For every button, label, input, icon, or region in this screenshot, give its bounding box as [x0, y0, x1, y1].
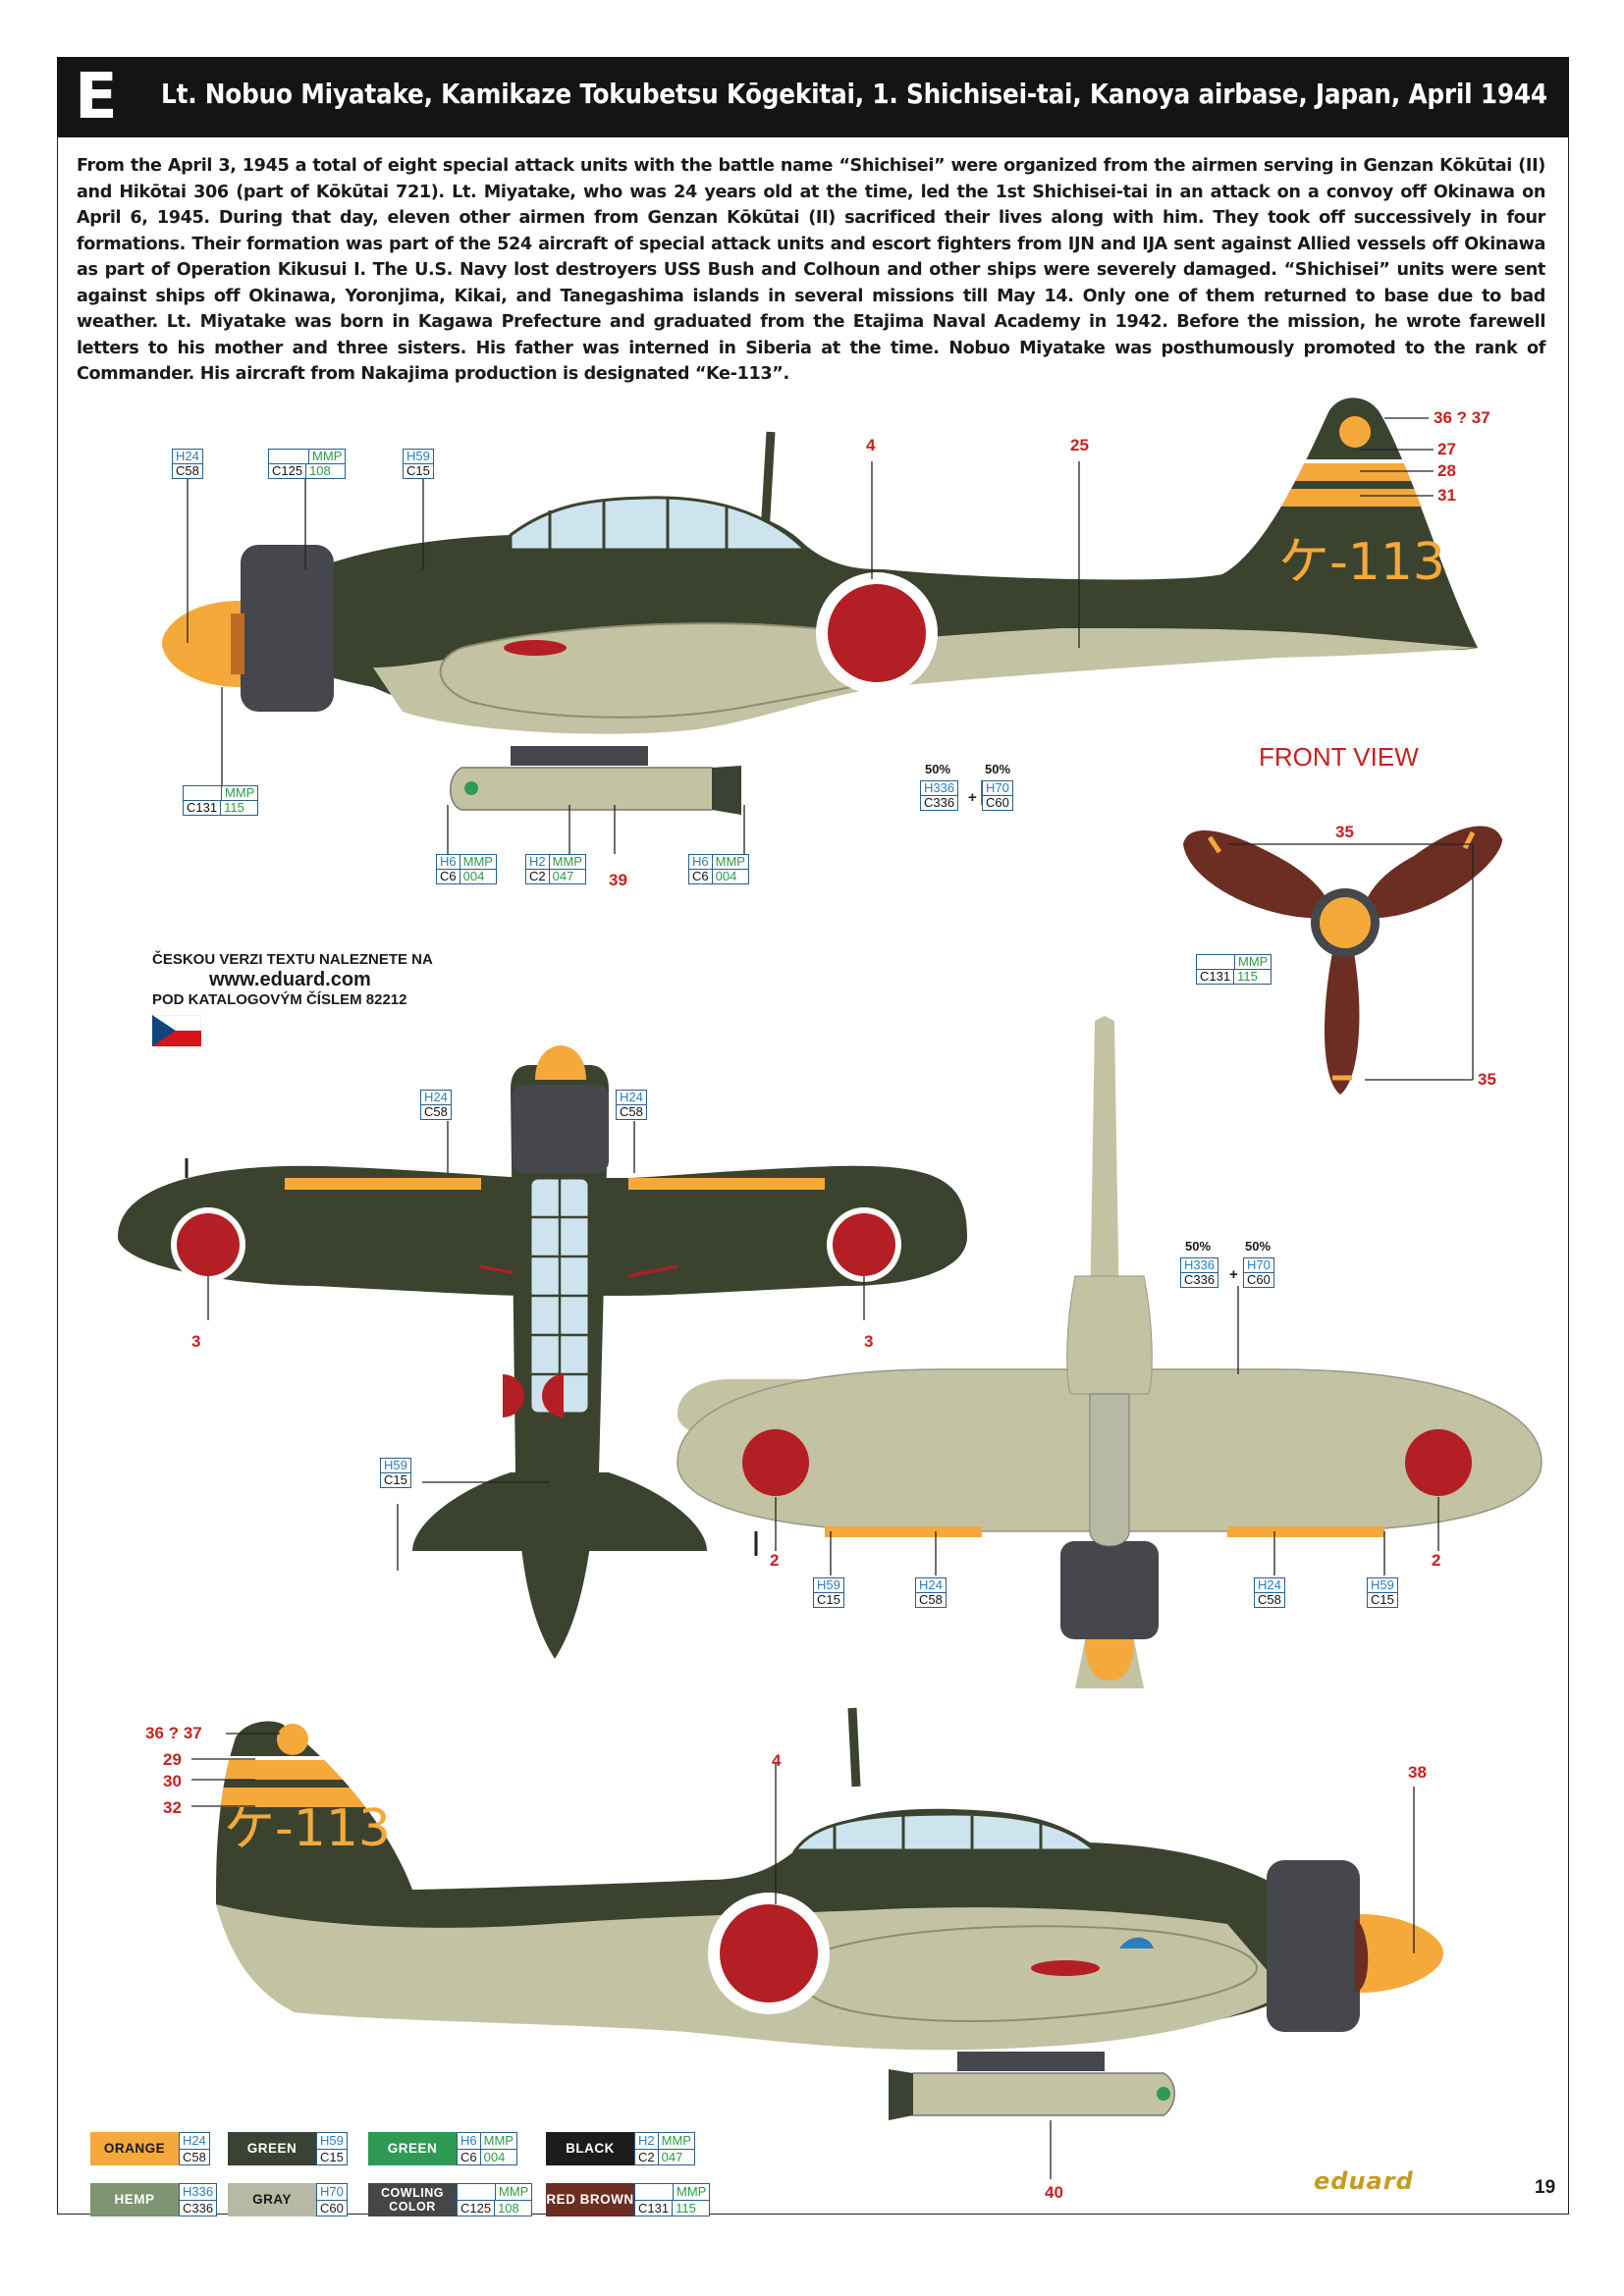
czech-line3: POD KATALOGOVÝM ČÍSLEM 82212	[152, 991, 407, 1008]
front-view-label: FRONT VIEW	[1259, 742, 1419, 772]
bottom-view	[677, 1016, 1543, 1688]
decal-number: 31	[1437, 486, 1456, 505]
header-bar: E Lt. Nobuo Miyatake, Kamikaze Tokubetsu…	[57, 57, 1569, 137]
legend-swatch: HEMP	[90, 2183, 179, 2216]
decal-number: 35	[1478, 1070, 1496, 1089]
color-callout: H336 C336	[920, 780, 959, 811]
spinner-r	[1360, 1914, 1443, 1993]
decal-number: 2	[770, 1551, 780, 1570]
color-callout: H24 C58	[172, 449, 203, 479]
decal-number: 35	[1335, 823, 1354, 841]
decal-number: 4	[866, 436, 876, 454]
mix-percent: 50%	[985, 762, 1011, 776]
canopy	[509, 496, 809, 552]
intro-text: From the April 3, 1945 a total of eight …	[77, 156, 1545, 384]
decal-number: 32	[163, 1798, 182, 1817]
decal-number: 39	[609, 871, 627, 889]
tail-code: ケ-113	[1278, 533, 1445, 592]
mix-percent: 50%	[1245, 1239, 1272, 1254]
color-callout: H70 C60	[982, 780, 1013, 811]
czech-url[interactable]: www.eduard.com	[209, 969, 371, 990]
legend-swatch: ORANGE	[90, 2132, 179, 2165]
legend-swatch: GREEN	[368, 2132, 457, 2165]
legend-swatch: GREEN	[228, 2132, 316, 2165]
mix-percent: 50%	[925, 762, 951, 776]
legend-swatch: COWLING COLOR	[368, 2183, 457, 2216]
color-callout: H336 C336	[1180, 1257, 1219, 1288]
leader-lines-top	[187, 417, 1434, 854]
cowling-bottom	[1060, 1541, 1159, 1639]
color-callout: H59 C15	[403, 449, 434, 479]
decal-number: 36 ? 37	[1434, 408, 1490, 427]
tailplane-top	[412, 1472, 707, 1551]
decal-number: 29	[163, 1750, 182, 1769]
color-callout: H24 C58	[915, 1577, 947, 1608]
decal-number: 2	[1432, 1551, 1441, 1570]
color-callout: H59 C15	[813, 1577, 844, 1608]
czech-notice: ČESKOU VERZI TEXTU NALEZNETE NA www.edua…	[151, 950, 433, 1051]
cowling	[241, 545, 334, 712]
decal-number: 27	[1437, 440, 1456, 458]
decal-number: 4	[772, 1751, 782, 1770]
spinner	[162, 601, 241, 687]
page-number: 19	[1535, 2177, 1556, 2198]
decal-number: 38	[1408, 1763, 1427, 1782]
decal-number: 25	[1070, 436, 1089, 454]
legend-swatch: RED BROWN	[546, 2183, 634, 2216]
leader-lines-bottomview	[775, 1286, 1439, 1575]
czech-line1: ČESKOU VERZI TEXTU NALEZNETE NA	[152, 951, 433, 968]
drop-bomb	[450, 767, 728, 811]
profile-letter: E	[75, 61, 118, 133]
front-view-propeller	[1183, 826, 1502, 1095]
decal-number: 3	[191, 1332, 201, 1351]
decal-number: 30	[163, 1772, 182, 1790]
decal-number: 28	[1437, 461, 1456, 480]
decal-number: 36 ? 37	[145, 1724, 202, 1742]
cowling-r	[1267, 1860, 1360, 2032]
eduard-logo: eduard	[1314, 2167, 1414, 2195]
czech-flag-icon	[151, 1014, 202, 1046]
color-callout: H24 C58	[420, 1090, 452, 1120]
side-profile-left: ケ-113	[162, 398, 1483, 815]
legend-swatch: GRAY	[228, 2183, 316, 2216]
color-callout: H24 C58	[1254, 1577, 1285, 1608]
leader-lines-topview	[207, 1121, 865, 1571]
mix-plus: +	[1229, 1266, 1238, 1283]
color-callout: H70 C60	[1243, 1257, 1274, 1288]
side-profile-right: ケ-113	[216, 1707, 1443, 2120]
mix-plus: +	[968, 789, 977, 806]
top-view	[118, 1045, 967, 1659]
tail-code-r: ケ-113	[224, 1799, 391, 1858]
color-callout: H59 C15	[380, 1458, 411, 1488]
color-callout: H59 C15	[1367, 1577, 1398, 1608]
mix-percent: 50%	[1185, 1239, 1212, 1254]
decal-number: 40	[1045, 2183, 1063, 2202]
cowling-top	[513, 1085, 609, 1173]
canopy-r	[792, 1812, 1099, 1852]
color-callout: H24 C58	[616, 1090, 647, 1120]
legend-swatch: BLACK	[546, 2132, 634, 2165]
profile-title: Lt. Nobuo Miyatake, Kamikaze Tokubetsu K…	[161, 79, 1547, 110]
leader-lines-rightprofile	[191, 1733, 1415, 2179]
decal-number: 3	[864, 1332, 874, 1351]
